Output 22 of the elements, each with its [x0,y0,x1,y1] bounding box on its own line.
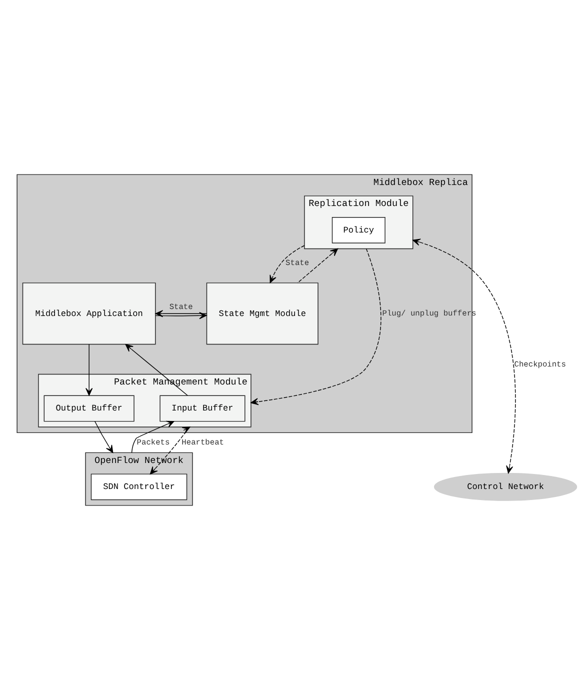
arrow [297,248,338,284]
node-ellipse: Control Network [434,472,578,501]
node-box: State Mgmt Module [206,282,318,345]
edge-label: State [286,258,310,268]
arrow [250,248,382,406]
arrow [155,310,208,318]
arrow [86,344,93,396]
edge-label: Packets [136,438,170,448]
edge-label: Heartbeat [182,438,224,448]
node-box: Middlebox Application [22,282,156,345]
arrow [155,312,207,320]
arrow [131,420,174,454]
edge-label: Checkpoints [514,360,566,370]
arrow [150,426,190,474]
edge-label: State [169,303,193,312]
arrow [94,421,114,454]
arrow [270,245,305,284]
node-box: Input Buffer [160,395,246,422]
arrow [412,238,516,474]
node-box: SDN Controller [90,474,188,500]
node-box: Policy [332,216,386,244]
node-box: Output Buffer [44,395,134,422]
